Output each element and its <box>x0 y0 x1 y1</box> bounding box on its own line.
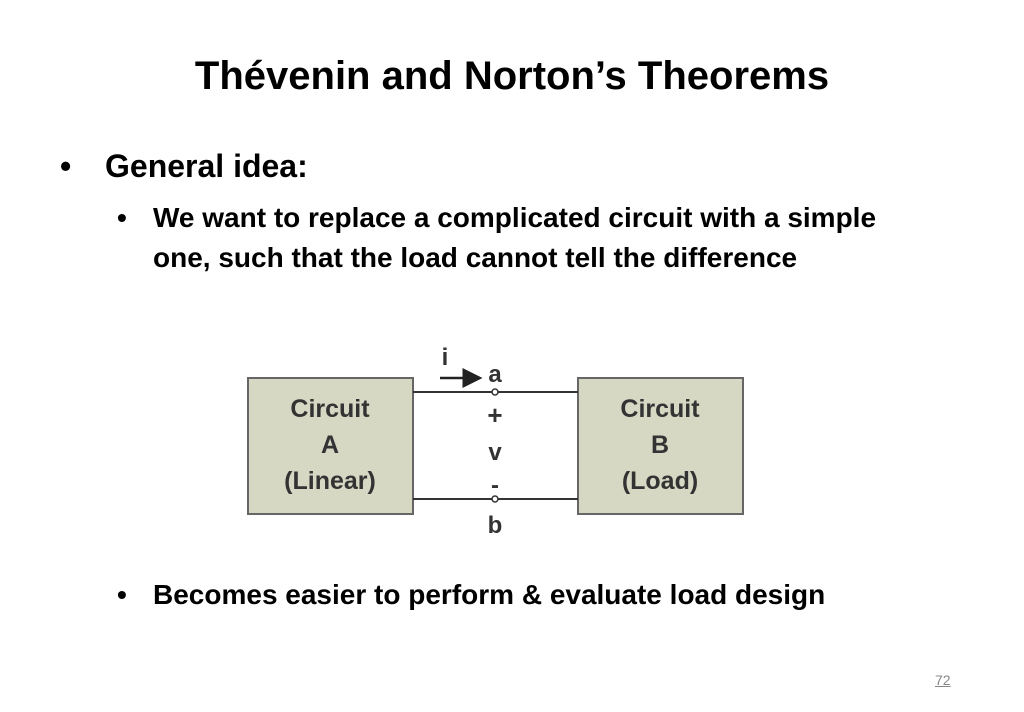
circuit-b-line3: (Load) <box>622 467 698 495</box>
bullet-dot: • <box>60 148 72 184</box>
circuit-a-line2: A <box>321 431 339 459</box>
plus-sign: + <box>487 400 502 430</box>
bullet-text: We want to replace a complicated circuit… <box>153 202 877 273</box>
circuit-a-box <box>247 377 414 515</box>
circuit-b-line1: Circuit <box>620 395 700 423</box>
bullet-dot: • <box>117 202 127 233</box>
circuit-b-box <box>577 377 744 515</box>
circuit-a-line1: Circuit <box>290 395 370 423</box>
voltage-label: v <box>488 439 502 466</box>
terminal-b-label: b <box>488 512 503 539</box>
page-number: 72 <box>935 672 951 688</box>
bullet-dot: • <box>117 579 127 610</box>
circuit-b-line2: B <box>651 431 669 459</box>
bullet-text: Becomes easier to perform & evaluate loa… <box>153 579 826 610</box>
terminal-b-node <box>491 495 499 503</box>
circuit-diagram: Circuit A (Linear) Circuit B (Load) i a … <box>247 344 744 539</box>
circuit-a-line3: (Linear) <box>284 467 376 495</box>
terminal-a-label: a <box>488 361 502 388</box>
bullet-text: General idea: <box>105 148 308 184</box>
minus-sign: - <box>491 472 499 499</box>
slide-title: Thévenin and Norton’s Theorems <box>194 54 830 98</box>
terminal-a-node <box>491 388 499 396</box>
current-label: i <box>442 344 449 371</box>
